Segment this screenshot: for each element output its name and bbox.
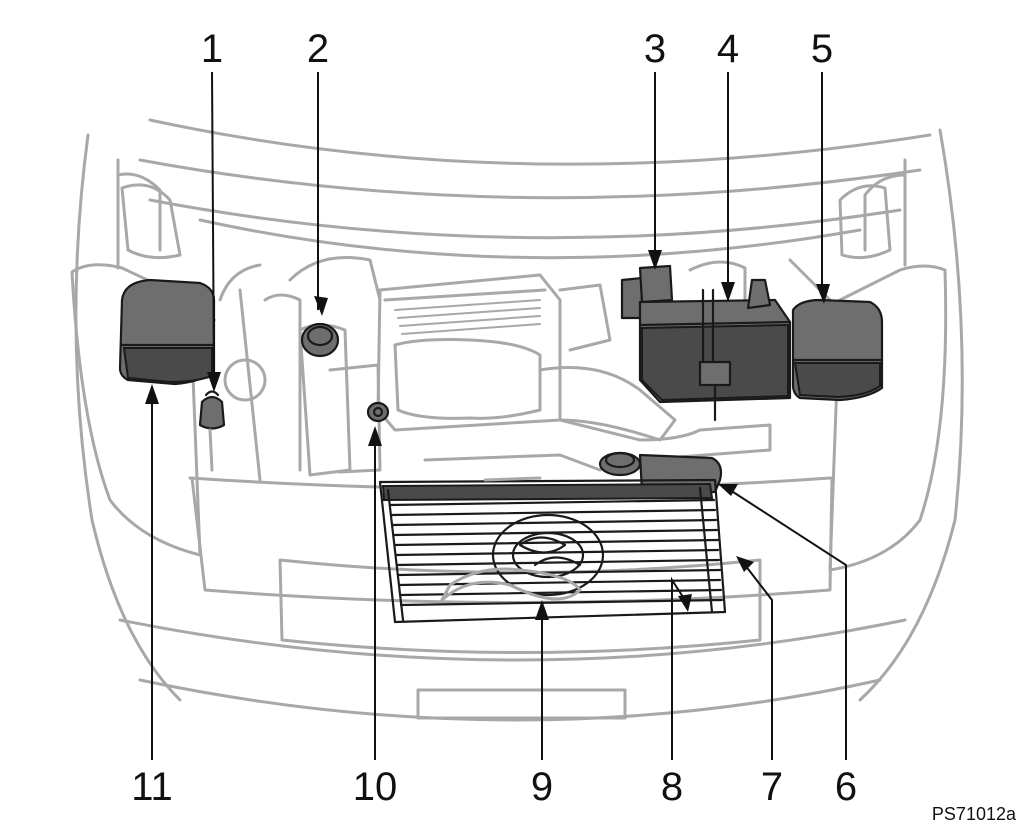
part-fuse-box-right [791, 298, 884, 402]
callout-1: 1 [201, 27, 223, 71]
leader-6 [729, 489, 847, 760]
arrow-7 [736, 556, 754, 572]
arrow-3 [648, 250, 662, 270]
leader-lines [145, 71, 847, 760]
part-coolant-reservoir [598, 451, 723, 494]
part-oil-filler-cap [300, 322, 340, 358]
arrow-8 [678, 594, 692, 612]
callout-8: 8 [661, 765, 683, 809]
part-battery [638, 278, 792, 422]
callout-5: 5 [811, 27, 833, 71]
callout-10: 10 [353, 765, 398, 809]
callout-2: 2 [307, 27, 329, 71]
arrow-1 [207, 372, 221, 392]
part-cooling-fan [440, 513, 605, 602]
arrow-6 [718, 484, 738, 496]
arrow-10 [368, 426, 382, 446]
arrow-11 [145, 384, 159, 404]
arrow-4 [721, 282, 735, 302]
figure-code: PS71012a [932, 804, 1017, 824]
arrow-5 [816, 284, 830, 304]
callout-11: 11 [131, 765, 173, 809]
part-radiator [378, 476, 727, 624]
part-oil-dipstick [366, 401, 390, 423]
leader-1 [211, 71, 215, 379]
leader-7 [744, 564, 773, 760]
callout-4: 4 [717, 27, 739, 71]
callout-9: 9 [531, 765, 553, 809]
arrow-2 [314, 296, 328, 316]
callout-6: 6 [835, 765, 857, 809]
leader-8 [671, 576, 686, 760]
part-washer-fluid-tank [620, 264, 674, 320]
callout-labels: 1 2 3 4 5 11 10 9 8 7 6 [131, 27, 857, 809]
callout-7: 7 [761, 765, 783, 809]
part-brake-fluid-reservoir [198, 390, 226, 472]
part-fuse-box-left [118, 278, 216, 386]
callout-3: 3 [644, 27, 666, 71]
arrow-9 [535, 600, 549, 620]
